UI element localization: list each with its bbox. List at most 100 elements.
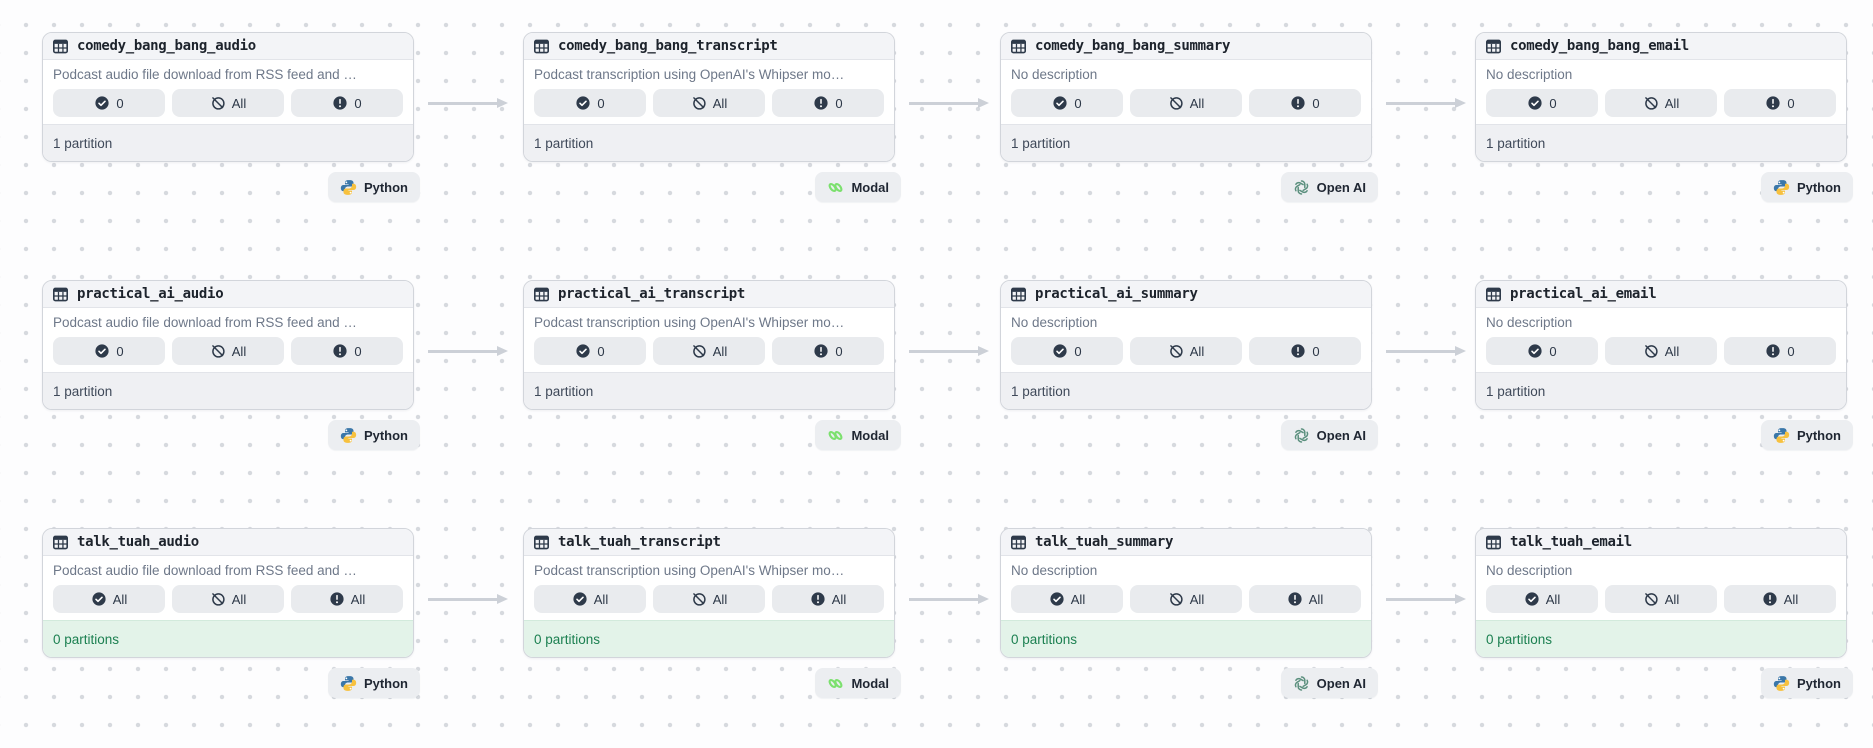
- kind-tag-python[interactable]: Python: [327, 172, 420, 202]
- missing-badge[interactable]: All: [653, 585, 765, 613]
- missing-badge[interactable]: All: [1130, 585, 1242, 613]
- asset-name: practical_ai_transcript: [558, 286, 745, 302]
- asset-card[interactable]: talk_tuah_summary No description All All…: [1000, 528, 1372, 658]
- partitions-footer: 1 partition: [524, 124, 894, 161]
- failed-badge[interactable]: All: [772, 585, 884, 613]
- status-badges: 0 All 0: [1011, 89, 1361, 117]
- partitions-footer: 0 partitions: [43, 620, 413, 657]
- kind-tag-python[interactable]: Python: [1760, 172, 1853, 202]
- materialized-badge[interactable]: 0: [1011, 89, 1123, 117]
- badge-value: 0: [597, 343, 605, 359]
- failed-badge[interactable]: 0: [1724, 337, 1836, 365]
- failed-badge[interactable]: 0: [291, 337, 403, 365]
- check-circle-icon: [91, 591, 107, 607]
- asset-card-header: comedy_bang_bang_audio: [43, 33, 413, 60]
- asset-card[interactable]: practical_ai_summary No description 0 Al…: [1000, 280, 1372, 410]
- kind-tag-modal[interactable]: Modal: [815, 172, 901, 202]
- failed-badge[interactable]: 0: [1249, 89, 1361, 117]
- materialized-badge[interactable]: 0: [53, 337, 165, 365]
- kind-tag-openai[interactable]: Open AI: [1280, 420, 1378, 450]
- failed-badge[interactable]: 0: [772, 337, 884, 365]
- kind-tag-label: Python: [363, 179, 408, 195]
- status-badges: All All All: [1011, 585, 1361, 613]
- slash-circle-icon: [1643, 591, 1659, 607]
- materialized-badge[interactable]: 0: [534, 337, 646, 365]
- python-icon: [1773, 179, 1790, 196]
- kind-tag-openai[interactable]: Open AI: [1280, 668, 1378, 698]
- missing-badge[interactable]: All: [1605, 89, 1717, 117]
- asset-card[interactable]: comedy_bang_bang_summary No description …: [1000, 32, 1372, 162]
- asset-description: No description: [1011, 563, 1098, 578]
- asset-card[interactable]: practical_ai_audio Podcast audio file do…: [42, 280, 414, 410]
- materialized-badge[interactable]: All: [1011, 585, 1123, 613]
- asset-node: comedy_bang_bang_summary No description …: [1000, 32, 1378, 202]
- asset-card[interactable]: comedy_bang_bang_audio Podcast audio fil…: [42, 32, 414, 162]
- failed-badge[interactable]: 0: [291, 89, 403, 117]
- kind-tag-row: Python: [1475, 420, 1853, 450]
- check-circle-icon: [94, 343, 110, 359]
- missing-badge[interactable]: All: [172, 585, 284, 613]
- kind-tag-modal[interactable]: Modal: [815, 420, 901, 450]
- badge-value: 0: [354, 343, 362, 359]
- asset-description: Podcast transcription using OpenAI's Whi…: [534, 315, 845, 330]
- modal-icon: [827, 179, 844, 196]
- materialized-badge[interactable]: All: [53, 585, 165, 613]
- failed-badge[interactable]: All: [1249, 585, 1361, 613]
- materialized-badge[interactable]: All: [534, 585, 646, 613]
- asset-card-header: talk_tuah_summary: [1001, 529, 1371, 556]
- missing-badge[interactable]: All: [653, 337, 765, 365]
- modal-icon: [827, 427, 844, 444]
- partitions-count: 1 partition: [53, 135, 113, 151]
- kind-tag-label: Modal: [851, 675, 889, 691]
- missing-badge[interactable]: All: [653, 89, 765, 117]
- failed-badge[interactable]: 0: [1249, 337, 1361, 365]
- asset-description: Podcast transcription using OpenAI's Whi…: [534, 67, 845, 82]
- failed-badge[interactable]: All: [1724, 585, 1836, 613]
- missing-badge[interactable]: All: [172, 337, 284, 365]
- asset-description: Podcast audio file download from RSS fee…: [53, 563, 357, 578]
- partitions-count: 1 partition: [1011, 383, 1071, 399]
- materialized-badge[interactable]: 0: [1011, 337, 1123, 365]
- check-circle-icon: [1527, 343, 1543, 359]
- materialized-badge[interactable]: All: [1486, 585, 1598, 613]
- partitions-footer: 0 partitions: [524, 620, 894, 657]
- partitions-count: 0 partitions: [1486, 631, 1553, 647]
- failed-badge[interactable]: All: [291, 585, 403, 613]
- materialized-badge[interactable]: 0: [534, 89, 646, 117]
- missing-badge[interactable]: All: [1605, 585, 1717, 613]
- asset-card[interactable]: talk_tuah_transcript Podcast transcripti…: [523, 528, 895, 658]
- asset-card[interactable]: talk_tuah_email No description All All A…: [1475, 528, 1847, 658]
- kind-tag-python[interactable]: Python: [327, 420, 420, 450]
- failed-badge[interactable]: 0: [772, 89, 884, 117]
- missing-badge[interactable]: All: [1130, 89, 1242, 117]
- materialized-badge[interactable]: 0: [1486, 89, 1598, 117]
- missing-badge[interactable]: All: [1130, 337, 1242, 365]
- status-badges: 0 All 0: [53, 337, 403, 365]
- asset-node: talk_tuah_summary No description All All…: [1000, 528, 1378, 698]
- badge-value: 0: [354, 95, 362, 111]
- asset-card[interactable]: talk_tuah_audio Podcast audio file downl…: [42, 528, 414, 658]
- badge-value: All: [1308, 591, 1324, 607]
- failed-badge[interactable]: 0: [1724, 89, 1836, 117]
- missing-badge[interactable]: All: [1605, 337, 1717, 365]
- table-icon: [1485, 286, 1502, 303]
- kind-tag-row: Python: [42, 172, 420, 202]
- status-badges: 0 All 0: [1486, 337, 1836, 365]
- kind-tag-python[interactable]: Python: [1760, 420, 1853, 450]
- kind-tag-python[interactable]: Python: [327, 668, 420, 698]
- asset-node: talk_tuah_transcript Podcast transcripti…: [523, 528, 901, 698]
- asset-card[interactable]: comedy_bang_bang_transcript Podcast tran…: [523, 32, 895, 162]
- asset-card-header: practical_ai_transcript: [524, 281, 894, 308]
- materialized-badge[interactable]: 0: [53, 89, 165, 117]
- asset-card[interactable]: practical_ai_transcript Podcast transcri…: [523, 280, 895, 410]
- badge-value: All: [112, 591, 128, 607]
- kind-tag-python[interactable]: Python: [1760, 668, 1853, 698]
- kind-tag-openai[interactable]: Open AI: [1280, 172, 1378, 202]
- missing-badge[interactable]: All: [172, 89, 284, 117]
- asset-card[interactable]: practical_ai_email No description 0 All …: [1475, 280, 1847, 410]
- kind-tag-modal[interactable]: Modal: [815, 668, 901, 698]
- kind-tag-row: Python: [42, 668, 420, 698]
- materialized-badge[interactable]: 0: [1486, 337, 1598, 365]
- asset-card[interactable]: comedy_bang_bang_email No description 0 …: [1475, 32, 1847, 162]
